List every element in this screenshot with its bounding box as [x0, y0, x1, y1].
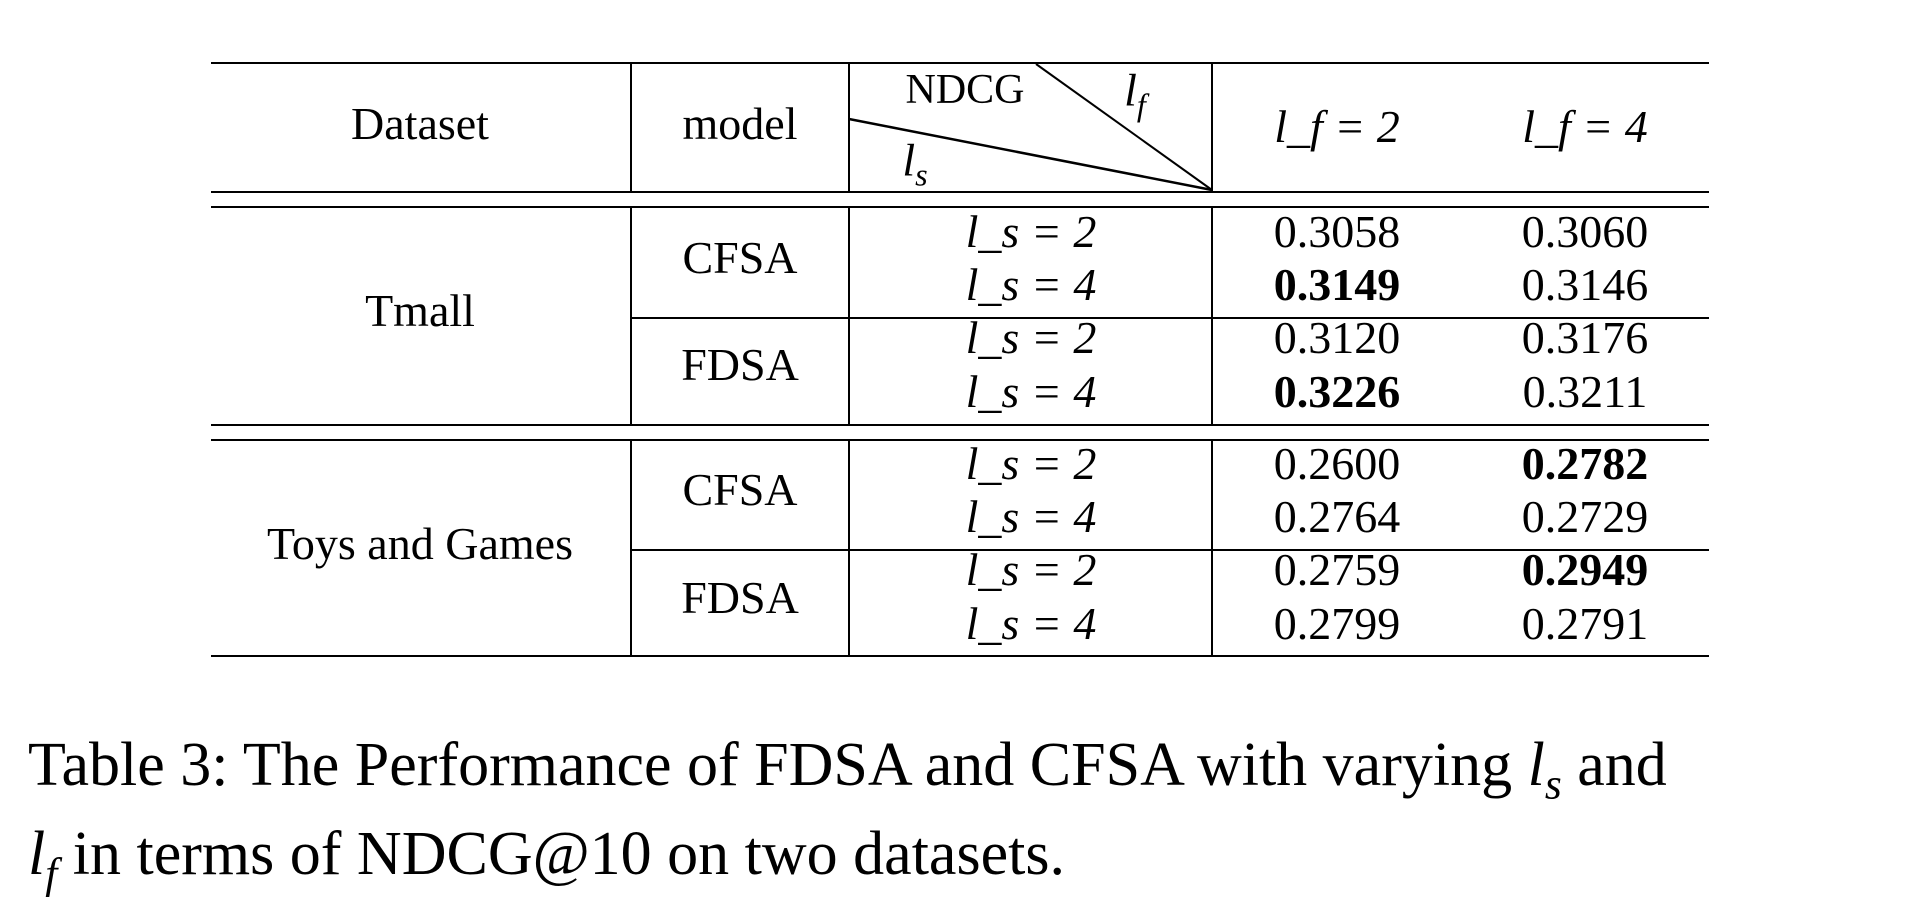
header-col-lf4: l_f = 4 — [1522, 101, 1648, 152]
header-ls: ls — [902, 134, 928, 193]
group-rule-2 — [211, 439, 1709, 441]
vline — [630, 440, 632, 656]
header-ndcg: NDCG — [905, 67, 1025, 113]
ls-value: l_s = 4 — [965, 491, 1097, 542]
ndcg-lf2-cell: 0.2759 — [1273, 544, 1401, 595]
table-caption: Table 3: The Performance of FDSA and CFS… — [28, 731, 1667, 898]
dataset-tmall: Tmall — [365, 285, 475, 336]
vline — [848, 440, 850, 656]
model-rule — [631, 317, 1709, 319]
bottom-rule — [211, 655, 1709, 657]
ndcg-lf2-cell: 0.3226 — [1273, 366, 1401, 417]
vline — [630, 63, 632, 192]
ndcg-lf4-cell: 0.2729 — [1521, 491, 1649, 542]
ls-value: l_s = 4 — [965, 598, 1097, 649]
ls-value: l_s = 4 — [965, 366, 1097, 417]
header-rule-2 — [211, 206, 1709, 208]
vline — [848, 63, 850, 192]
model-label: CFSA — [682, 464, 798, 515]
model-label: FDSA — [681, 339, 799, 390]
top-rule — [211, 62, 1709, 64]
ndcg-lf4-cell: 0.3060 — [1521, 206, 1649, 257]
vline — [848, 207, 850, 425]
ndcg-lf4-cell: 0.3176 — [1521, 312, 1649, 363]
model-rule — [631, 549, 1709, 551]
ndcg-lf2-cell: 0.2600 — [1273, 438, 1401, 489]
ndcg-lf2-cell: 0.3120 — [1273, 312, 1401, 363]
ls-value: l_s = 2 — [965, 312, 1097, 363]
ls-value: l_s = 2 — [965, 206, 1097, 257]
dataset-toys-games: Toys and Games — [267, 518, 573, 569]
header-model: model — [682, 98, 798, 149]
group-rule — [211, 424, 1709, 426]
ls-value: l_s = 4 — [965, 259, 1097, 310]
ls-value: l_s = 2 — [965, 438, 1097, 489]
ndcg-lf4-cell: 0.2782 — [1521, 438, 1649, 489]
ndcg-lf4-cell: 0.3146 — [1521, 259, 1649, 310]
ndcg-lf4-cell: 0.3211 — [1522, 366, 1648, 417]
header-dataset: Dataset — [351, 98, 489, 149]
ls-value: l_s = 2 — [965, 544, 1097, 595]
header-lf: lf — [1124, 64, 1146, 123]
ndcg-lf2-cell: 0.3149 — [1273, 259, 1401, 310]
vline — [630, 207, 632, 425]
vline — [1211, 207, 1213, 425]
model-label: FDSA — [681, 572, 799, 623]
header-rule — [211, 191, 1709, 193]
ndcg-lf2-cell: 0.3058 — [1273, 206, 1401, 257]
ndcg-lf4-cell: 0.2949 — [1521, 544, 1649, 595]
ndcg-lf2-cell: 0.2764 — [1273, 491, 1401, 542]
model-label: CFSA — [682, 232, 798, 283]
ndcg-lf4-cell: 0.2791 — [1521, 598, 1649, 649]
ndcg-lf2-cell: 0.2799 — [1273, 598, 1401, 649]
header-col-lf2: l_f = 2 — [1274, 101, 1400, 152]
vline — [1211, 63, 1213, 192]
vline — [1211, 440, 1213, 656]
